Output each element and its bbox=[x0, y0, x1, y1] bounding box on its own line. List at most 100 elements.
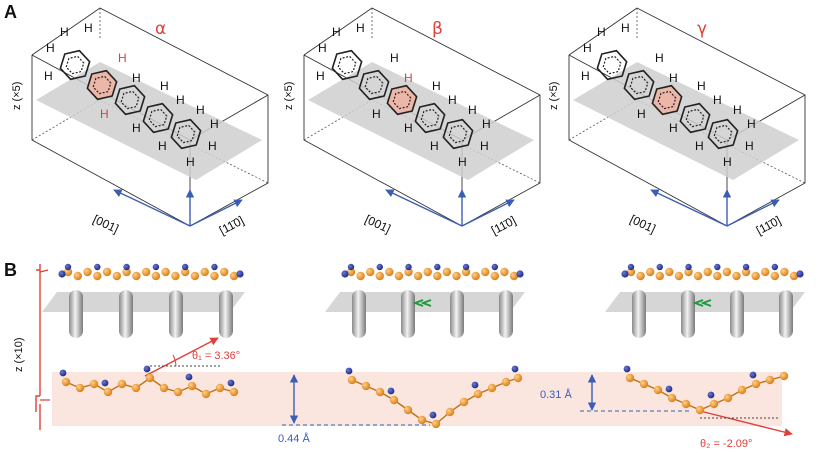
carbon-atom bbox=[667, 393, 677, 403]
ring-4 bbox=[142, 102, 174, 134]
carbon-atom bbox=[365, 267, 375, 277]
hydrogen-atom: H bbox=[581, 69, 590, 83]
axis-110-label: [11̄0] bbox=[489, 213, 518, 237]
theta2-arrow bbox=[699, 410, 793, 437]
hydrogen-atom bbox=[185, 373, 193, 381]
axis-001-label: [001] bbox=[628, 212, 658, 236]
ring-4-aromatic bbox=[685, 108, 705, 128]
ring-5 bbox=[707, 118, 739, 150]
ring-5-aromatic bbox=[448, 124, 468, 144]
hydrogen-atom bbox=[347, 263, 355, 271]
ring-3-aromatic bbox=[120, 90, 140, 110]
carbon-atom bbox=[445, 407, 455, 417]
hydrogen-atom bbox=[707, 391, 715, 399]
carbon-atom bbox=[102, 267, 112, 277]
carbon-atom bbox=[413, 271, 423, 281]
carbon-atom bbox=[471, 271, 480, 281]
hydrogen-atom bbox=[685, 263, 692, 271]
carbon-atom bbox=[789, 271, 799, 281]
side-view-3 bbox=[605, 263, 805, 338]
z-axis-label: z (×5) bbox=[283, 82, 295, 110]
hydrogen-atom: H bbox=[100, 107, 109, 121]
carbon-atom bbox=[442, 267, 452, 277]
carbon-atom bbox=[751, 271, 760, 281]
ring-2-aromatic bbox=[629, 75, 649, 95]
highlighted-ring bbox=[387, 85, 417, 115]
substrate-pillar bbox=[681, 290, 695, 338]
substrate-pillar bbox=[779, 290, 793, 338]
substrate-pillar bbox=[632, 290, 646, 338]
carbon-atom bbox=[161, 267, 170, 277]
carbon-atom bbox=[761, 267, 770, 277]
carbon-atom bbox=[394, 271, 404, 281]
axis-110-arrow bbox=[461, 199, 515, 227]
z-axis-label: z (×5) bbox=[11, 82, 23, 110]
carbon-atom bbox=[513, 373, 523, 383]
hydrogen-atom: H bbox=[132, 71, 141, 85]
axis-110-label: [11̄0] bbox=[754, 213, 783, 237]
carbon-atom bbox=[723, 393, 733, 403]
side-view-1 bbox=[42, 263, 245, 338]
carbon-atom bbox=[713, 271, 722, 281]
hydrogen-atom bbox=[471, 381, 479, 389]
hydrogen-atom: H bbox=[621, 21, 630, 35]
ring-4-aromatic bbox=[148, 108, 168, 128]
hydrogen-atom: H bbox=[118, 51, 127, 65]
bracket-ticks bbox=[39, 269, 50, 401]
axis-001-arrow bbox=[113, 189, 191, 227]
substrate-pillar bbox=[119, 290, 133, 338]
carbon-atom bbox=[487, 383, 497, 393]
hydrogen-atom bbox=[341, 270, 349, 278]
hydrogen-atom bbox=[376, 263, 383, 271]
carbon-atom bbox=[684, 267, 693, 277]
hydrogen-atom bbox=[434, 263, 441, 271]
axis-110-arrow bbox=[726, 199, 780, 227]
ring-3 bbox=[114, 84, 146, 116]
carbon-atom bbox=[220, 267, 229, 277]
hydrogen-atom bbox=[742, 263, 750, 271]
carbon-atom bbox=[404, 267, 413, 277]
ring-4-aromatic bbox=[420, 108, 440, 128]
hydrogen-atom bbox=[656, 263, 663, 271]
d1-label: 0.44 Å bbox=[278, 432, 310, 445]
substrate-pillar bbox=[352, 290, 366, 338]
hydrogen-atom: H bbox=[196, 103, 205, 117]
hydrogen-atom: H bbox=[637, 107, 646, 121]
hydrogen-atom: H bbox=[482, 117, 491, 131]
ring-2-aromatic bbox=[364, 75, 384, 95]
axis-001-arrow bbox=[650, 189, 728, 227]
hydrogen-atom: H bbox=[404, 71, 413, 85]
carbon-atom bbox=[375, 271, 384, 281]
carbon-atom bbox=[490, 271, 500, 281]
hydrogen-atom bbox=[665, 385, 673, 393]
carbon-atom bbox=[180, 267, 190, 277]
carbon-atom bbox=[645, 267, 655, 277]
carbon-atom bbox=[75, 383, 85, 393]
hydrogen-atom: H bbox=[132, 121, 141, 135]
carbon-atom bbox=[674, 271, 684, 281]
carbon-atom bbox=[481, 267, 490, 277]
ring-3-aromatic bbox=[392, 90, 412, 110]
theta1-label: θ₁ = 3.36° bbox=[192, 350, 240, 362]
ring-5-aromatic bbox=[713, 124, 733, 144]
carbon-atom bbox=[187, 381, 197, 391]
carbon-atom bbox=[347, 375, 357, 385]
ring-1 bbox=[59, 49, 91, 81]
hydrogen-atom: H bbox=[176, 93, 185, 107]
carbon-atom bbox=[509, 271, 519, 281]
hydrogen-atom: H bbox=[733, 103, 742, 117]
substrate-pillar bbox=[499, 290, 513, 338]
hydrogen-atom bbox=[462, 263, 470, 271]
top-molecule-row bbox=[341, 263, 524, 281]
carbon-atom bbox=[500, 267, 509, 277]
beta-profile bbox=[345, 365, 523, 429]
carbon-atom bbox=[145, 373, 155, 383]
carbon-atom bbox=[63, 267, 73, 277]
hydrogen-atom bbox=[211, 263, 218, 271]
carbon-atom bbox=[83, 267, 92, 277]
carbon-atom bbox=[173, 387, 183, 397]
